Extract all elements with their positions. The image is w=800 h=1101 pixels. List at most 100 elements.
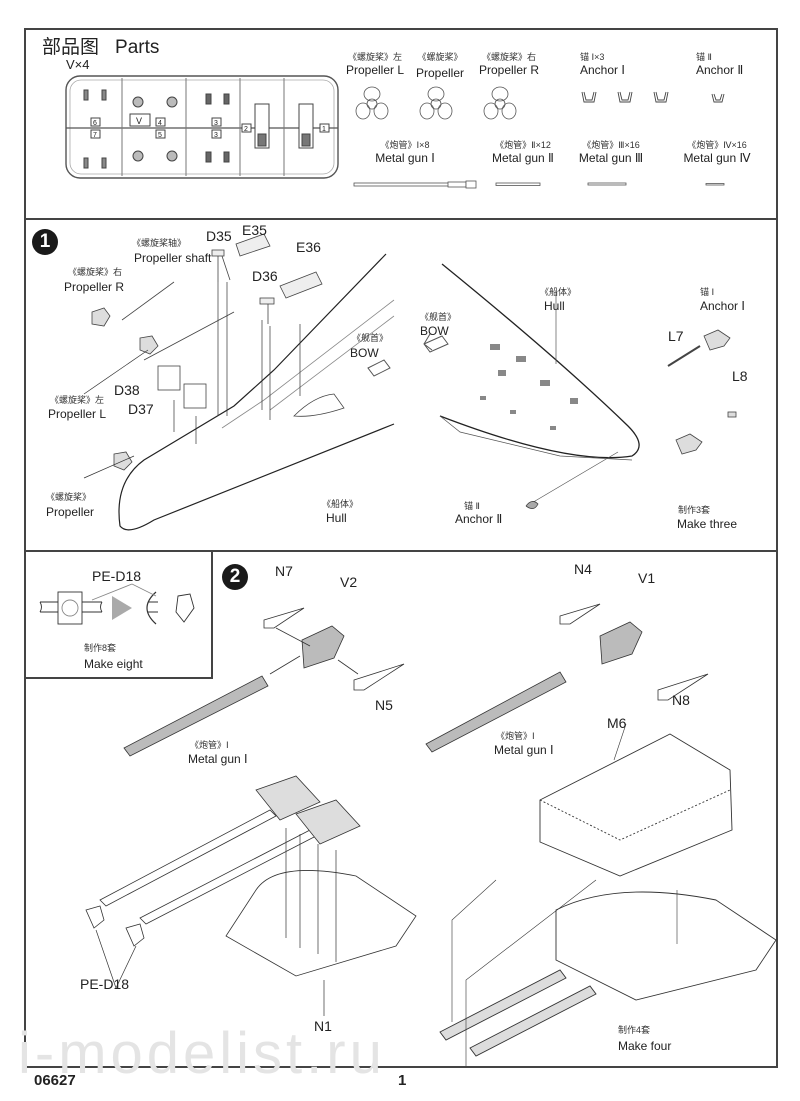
step1-bow-anchor-illustration <box>423 263 737 509</box>
anchor-1-lower-part <box>675 433 703 455</box>
inset-bottom-border <box>24 677 213 679</box>
part-propeller-r: 《螺旋桨》右 Propeller R <box>478 52 540 77</box>
inset-right-border <box>211 550 213 677</box>
metal-gun-right-label: Metal gun Ⅰ <box>494 743 554 757</box>
anchor-1-label: Anchor Ⅰ <box>700 299 745 313</box>
n5-part <box>353 663 405 691</box>
pe-d18-bending-diagram <box>39 583 195 625</box>
metal-gun-barrel <box>123 675 269 757</box>
metal-gun-right-cn: 《炮管》Ⅰ <box>496 731 535 741</box>
step-1-badge: 1 <box>32 229 58 255</box>
twin-gun-base-assembly-illustration <box>85 775 417 1016</box>
pe-d18-part <box>85 905 105 929</box>
propeller-icons <box>355 86 517 120</box>
metal-gun-3-icon <box>587 182 627 186</box>
part-label-l8: L8 <box>732 368 748 384</box>
sprue-letter-v: V <box>136 116 142 126</box>
page-frame <box>24 28 778 1068</box>
step2-gun-assembly-left-illustration <box>123 607 405 757</box>
part-label-l7: L7 <box>668 328 684 344</box>
hull-outline <box>118 253 395 531</box>
anchor-1-part <box>703 329 731 351</box>
anchor-icons <box>581 91 725 103</box>
product-code: 06627 <box>34 1072 76 1089</box>
part-metal-gun-1: 《炮管》Ⅰ×8 Metal gun Ⅰ <box>375 140 435 165</box>
n8-part <box>657 673 709 701</box>
part-metal-gun-2: 《炮管》Ⅱ×12 Metal gun Ⅱ <box>492 140 554 165</box>
step2-gun-assembly-right-illustration <box>425 603 709 753</box>
sprue-num-6: 6 <box>93 120 97 127</box>
make-four-label: Make four <box>618 1039 672 1053</box>
propeller-l-label: Propeller L <box>48 407 107 421</box>
turret-assembly-illustration <box>439 723 777 1066</box>
part-label-n8: N8 <box>672 692 690 708</box>
m6-turret-part <box>539 733 733 877</box>
bow-hull-outline <box>439 263 640 459</box>
anchor-icon <box>617 91 633 103</box>
bow-label-left: BOW <box>350 346 379 360</box>
metal-gun-left-cn: 《炮管》Ⅰ <box>190 740 229 750</box>
propeller-r-part <box>91 307 111 327</box>
n4-part <box>559 603 601 625</box>
anchor-2-part <box>525 501 539 509</box>
sprue-num-5: 5 <box>158 132 162 139</box>
part-label-n5: N5 <box>375 697 393 713</box>
sprue-v-diagram: 6 7 V 4 5 3 3 2 1 <box>65 75 339 179</box>
sprue-num-3a: 3 <box>214 120 218 127</box>
part-anchor-2: 锚 Ⅱ Anchor Ⅱ <box>696 52 744 77</box>
propeller-label: Propeller <box>46 505 95 519</box>
propeller-shaft-label: Propeller shaft <box>134 251 212 265</box>
page-number: 1 <box>398 1072 407 1089</box>
propeller-r-label: Propeller R <box>64 280 125 294</box>
propeller-l-part <box>139 335 159 355</box>
anchor-icon <box>711 93 725 103</box>
part-label-m6: M6 <box>607 715 627 731</box>
step-2-badge: 2 <box>222 564 248 590</box>
part-label-e36: E36 <box>296 239 321 255</box>
make-eight-cn: 制作8套 <box>84 643 117 653</box>
propeller-cn: 《螺旋桨》 <box>46 492 92 502</box>
watermark: i-modelist.ru <box>18 1021 386 1086</box>
propeller-l-cn: 《螺旋桨》左 <box>50 395 105 405</box>
metal-gun-icons <box>353 180 725 189</box>
part-label-n4: N4 <box>574 561 592 577</box>
pe-d18-part <box>125 923 145 947</box>
part-label-d35: D35 <box>206 228 232 244</box>
anchor-2-cn: 锚 Ⅱ <box>464 501 480 511</box>
metal-gun-2-icon <box>495 182 541 186</box>
hull-cn-left: 《船体》 <box>322 499 359 509</box>
divider-step1-step2 <box>24 550 778 552</box>
hull-label-right: Hull <box>544 299 565 313</box>
metal-gun-barrel <box>425 671 567 753</box>
part-anchor-1: 锚 Ⅰ×3 Anchor Ⅰ <box>580 52 625 77</box>
make-four-cn: 制作4套 <box>618 1025 651 1035</box>
fold-arrow-icon <box>112 596 132 620</box>
sprue-num-4: 4 <box>158 120 162 127</box>
part-label-d37: D37 <box>128 401 154 417</box>
part-metal-gun-3: 《炮管》Ⅲ×16 Metal gun Ⅲ <box>578 140 644 165</box>
parts-title-cn: 部品图 <box>42 37 100 58</box>
hull-label-left: Hull <box>326 511 347 525</box>
parts-title-en: Parts <box>115 37 160 58</box>
part-label-n1: N1 <box>314 1018 332 1034</box>
hull-cn-right: 《船体》 <box>540 287 577 297</box>
v1-part <box>599 621 643 665</box>
sprue-num-1: 1 <box>322 126 326 133</box>
part-label-v2: V2 <box>340 574 358 590</box>
inset-pe-d18-label: PE-D18 <box>92 568 142 584</box>
anchor-2-label: Anchor Ⅱ <box>455 512 503 526</box>
v2-part <box>301 625 345 669</box>
make-three-label: Make three <box>677 517 738 531</box>
divider-parts-step1 <box>24 218 778 220</box>
pe-d18-label: PE-D18 <box>80 976 130 992</box>
bow-direction-arrow-icon <box>367 359 391 377</box>
metal-gun-left-label: Metal gun Ⅰ <box>188 752 248 766</box>
make-eight-label: Make eight <box>84 657 143 671</box>
anchor-1-cn: 锚 Ⅰ <box>700 287 715 297</box>
n1-base-part <box>225 870 417 977</box>
part-propeller-l: 《螺旋桨》左 Propeller L <box>345 52 405 77</box>
part-label-d36: D36 <box>252 268 278 284</box>
part-label-d38: D38 <box>114 382 140 398</box>
part-label-v1: V1 <box>638 570 656 586</box>
anchor-icon <box>653 91 669 103</box>
